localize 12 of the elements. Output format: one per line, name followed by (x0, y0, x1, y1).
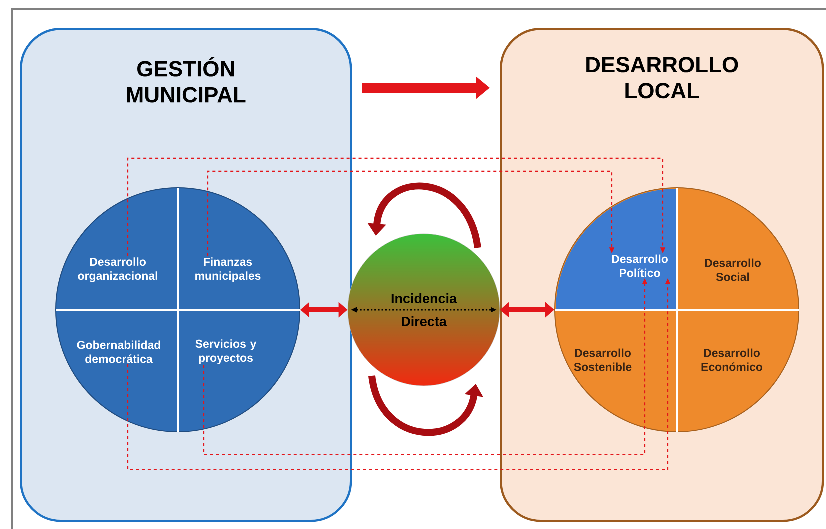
quadrant-label: Desarrollo organizacional (78, 258, 158, 282)
quadrant-label: Gobernabilidad democrática (77, 340, 160, 364)
dashed-arrow (207, 170, 615, 256)
quadrant-label: Desarrollo Económico (702, 348, 763, 372)
quadrant-circle (55, 187, 301, 433)
quadrant-label: Finanzas municipales (196, 258, 261, 282)
quadrant-label: Desarrollo Político (612, 254, 668, 278)
quadrant-label: Desarrollo Sostenible (574, 348, 632, 372)
quadrant-circle (554, 187, 800, 433)
quadrant-label: Servicios y proyectos (196, 340, 257, 364)
dashed-arrow (127, 158, 666, 256)
quadrant-label: Desarrollo Social (705, 258, 761, 282)
